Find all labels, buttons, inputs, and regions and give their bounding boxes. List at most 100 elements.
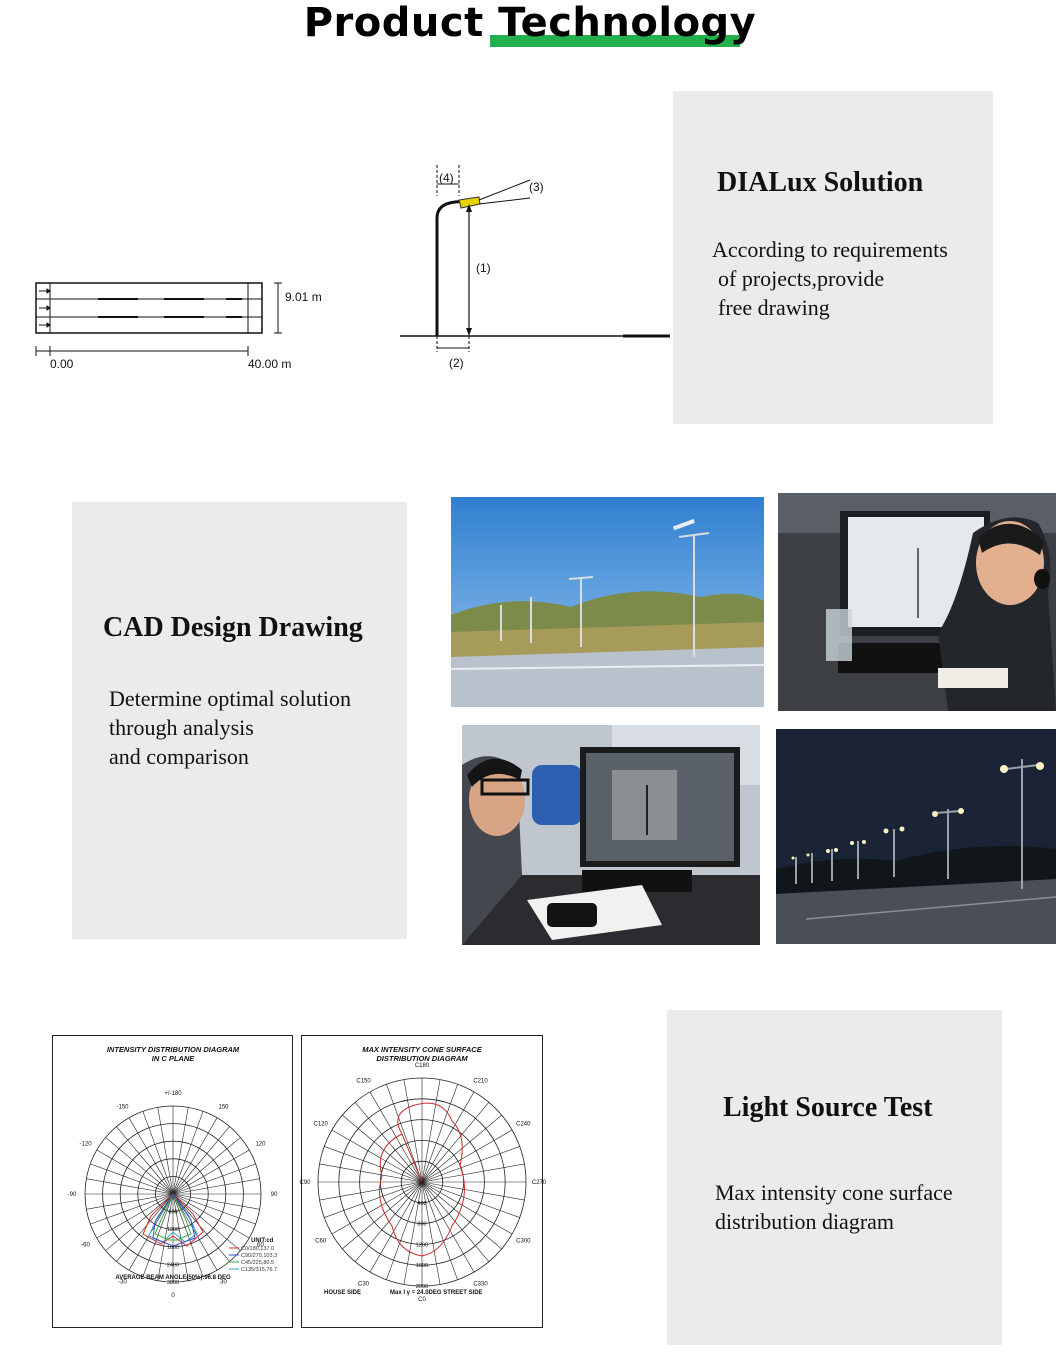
polar-angle-label: 60	[257, 1243, 264, 1249]
polar-grid-spoke	[116, 1126, 174, 1195]
cad-heading: CAD Design Drawing	[103, 612, 363, 643]
polar-angle-label: C90	[299, 1180, 311, 1186]
polar-grid-spoke	[421, 1181, 513, 1235]
polar-grid-spoke	[172, 1193, 189, 1281]
polar-grid-spoke	[421, 1181, 502, 1250]
polar-angle-label: -30	[118, 1279, 127, 1285]
polar-grid-spoke	[90, 1163, 174, 1195]
polar-angle-label: C300	[516, 1239, 531, 1245]
polar-chart-right: MAX INTENSITY CONE SURFACE DISTRIBUTION …	[299, 1045, 546, 1303]
light-test-heading: Light Source Test	[723, 1092, 933, 1123]
road-plan-drawing: 9.01 m 0.00 40.00 m	[35, 282, 322, 371]
polar-grid-spoke	[421, 1129, 513, 1183]
polar-ring-label: 1600	[416, 1263, 428, 1269]
polar-grid-spoke	[116, 1193, 174, 1262]
polar-grid-spoke	[319, 1181, 423, 1201]
polar-grid-spoke	[421, 1102, 490, 1183]
polar-angle-label: C30	[358, 1281, 370, 1287]
polar-left-legend-item: C45/225,80.5	[241, 1260, 274, 1266]
polar-angle-label: C210	[473, 1079, 488, 1085]
polar-grid-spoke	[172, 1137, 241, 1195]
polar-grid-spoke	[421, 1181, 490, 1262]
polar-grid-spoke	[105, 1193, 174, 1251]
polar-grid-spoke	[324, 1181, 423, 1218]
polar-grid-spoke	[342, 1181, 423, 1250]
polar-right-footer-right: Max I γ = 24.0DEG STREET SIDE	[390, 1290, 483, 1296]
polar-ring-label: 3000	[167, 1280, 179, 1286]
polar-grid-spoke	[319, 1163, 423, 1183]
daytime-street-light-photo	[450, 497, 765, 707]
road-start-label: 0.00	[50, 357, 74, 371]
page-title-block: Product Technology	[0, 0, 1060, 50]
polar-angle-label: 150	[218, 1105, 229, 1111]
dialux-body: According to requirements of projects,pr…	[712, 235, 992, 322]
polar-grid-spoke	[86, 1178, 174, 1195]
pole-label-4: (4)	[439, 171, 454, 185]
polar-grid-spoke	[324, 1146, 423, 1183]
engineer-cad-photo	[462, 725, 760, 945]
polar-left-title-1: INTENSITY DISTRIBUTION DIAGRAM	[107, 1045, 240, 1054]
polar-ring-label: 1200	[416, 1242, 428, 1248]
polar-angle-label: C330	[473, 1281, 488, 1287]
polar-angle-label: -120	[80, 1142, 93, 1148]
polar-grid-spoke	[331, 1129, 423, 1183]
page-title: Product Technology	[303, 0, 757, 46]
polar-grid-spoke	[354, 1102, 423, 1183]
polar-grid-spoke	[172, 1193, 230, 1262]
polar-grid-spoke	[105, 1137, 174, 1195]
polar-ring-label: 800	[417, 1222, 426, 1228]
polar-right-footer-left: HOUSE SIDE	[324, 1290, 361, 1296]
road-end-label: 40.00 m	[248, 357, 291, 371]
night-street-light-photo	[776, 729, 1057, 944]
polar-angle-label: +/-180	[164, 1091, 182, 1097]
polar-grid-spoke	[369, 1181, 423, 1273]
polar-grid-spoke	[172, 1117, 218, 1195]
road-width-label: 9.01 m	[285, 290, 322, 304]
polar-grid-spoke	[172, 1193, 250, 1239]
dialux-line: According to requirements	[712, 237, 948, 262]
dialux-panel: DIALux Solution According to requirement…	[673, 91, 993, 424]
polar-angle-label: -150	[116, 1105, 129, 1111]
polar-grid-spoke	[386, 1181, 423, 1280]
polar-angle-label: 30	[220, 1279, 227, 1285]
light-source-test-panel: Light Source Test Max intensity cone sur…	[667, 1010, 1002, 1345]
cad-panel: CAD Design Drawing Determine optimal sol…	[72, 502, 407, 939]
polar-grid-spoke	[172, 1111, 204, 1195]
polar-angle-label: C0	[418, 1297, 426, 1303]
polar-grid-spoke	[421, 1146, 520, 1183]
polar-angle-label: -60	[81, 1243, 90, 1249]
polar-angle-label: -90	[68, 1192, 77, 1198]
polar-grid-spoke	[172, 1193, 218, 1271]
polar-chart-left: INTENSITY DISTRIBUTION DIAGRAM IN C PLAN…	[68, 1045, 278, 1299]
polar-grid-spoke	[157, 1193, 174, 1281]
light-test-line: Max intensity cone surface	[715, 1180, 953, 1205]
polar-ring-label: 2400	[167, 1262, 179, 1268]
polar-grid-spoke	[172, 1107, 189, 1195]
polar-right-title-1: MAX INTENSITY CONE SURFACE	[362, 1045, 482, 1054]
polar-ring-label: 1800	[167, 1245, 179, 1251]
polar-left-legend-item: C90/270,103.3	[241, 1253, 277, 1259]
polar-grid-spoke	[421, 1181, 458, 1280]
polar-grid-spoke	[403, 1079, 423, 1183]
cad-line: Determine optimal solution	[109, 686, 351, 711]
polar-grid-spoke	[90, 1193, 174, 1225]
dialux-heading: DIALux Solution	[717, 167, 924, 198]
cad-line: through analysis	[109, 715, 254, 740]
polar-grid-spoke	[421, 1163, 525, 1183]
pole-diagram: (3) (4) (1) (2)	[400, 165, 670, 370]
polar-grid-spoke	[172, 1193, 256, 1225]
polar-grid-spoke	[421, 1181, 475, 1273]
polar-grid-spoke	[421, 1181, 520, 1218]
pole-label-2: (2)	[449, 356, 464, 370]
polar-left-title-2: IN C PLANE	[152, 1054, 196, 1063]
polar-grid-spoke	[172, 1193, 241, 1251]
polar-grid-spoke	[172, 1163, 256, 1195]
polar-grid-spoke	[354, 1181, 423, 1262]
polar-grid-spoke	[86, 1193, 174, 1210]
dialux-line: free drawing	[718, 295, 830, 320]
polar-left-legend-item: C0/180,137.0	[241, 1246, 274, 1252]
engineer-at-computer-photo	[778, 493, 1056, 711]
polar-grid-spoke	[386, 1084, 423, 1183]
polar-grid-spoke	[421, 1084, 458, 1183]
polar-angle-label: 120	[255, 1142, 266, 1148]
